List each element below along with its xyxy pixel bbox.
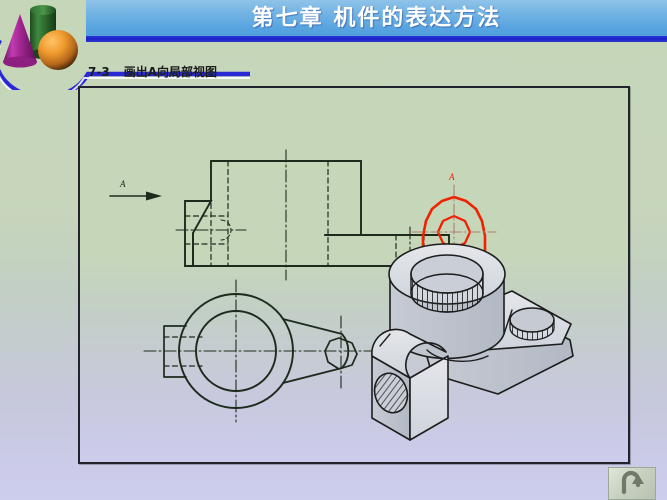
iso-lug-front [409, 355, 449, 441]
header-decoration [0, 5, 250, 90]
title-bar [86, 0, 667, 36]
subtitle: 7-3 画出A向局部视图 [88, 63, 217, 80]
magenta-cone-icon [3, 14, 37, 68]
drawing-frame: A [78, 86, 630, 464]
title-bar-underline [86, 36, 667, 42]
return-button[interactable] [608, 467, 656, 500]
top-view [143, 279, 381, 423]
direction-arrow-a: A [109, 179, 162, 201]
partial-view-label: A [448, 172, 455, 182]
iso-small-bore-hatching [509, 319, 555, 341]
top-view-hex-hole [324, 337, 358, 370]
blue-arc-icon [0, 40, 250, 90]
page-title: 第七章 机件的表达方法 [251, 6, 502, 31]
isometric-view [371, 243, 574, 441]
iso-rib-line [426, 349, 489, 362]
orange-sphere-icon [38, 30, 78, 70]
u-turn-arrow-icon [621, 470, 644, 495]
subtitle-text: 画出A向局部视图 [123, 65, 217, 79]
engineering-drawing: A [109, 149, 574, 441]
subtitle-number: 7-3 [88, 65, 110, 79]
iso-lug-top [371, 328, 447, 379]
front-view-arrow-label: A [119, 179, 126, 189]
